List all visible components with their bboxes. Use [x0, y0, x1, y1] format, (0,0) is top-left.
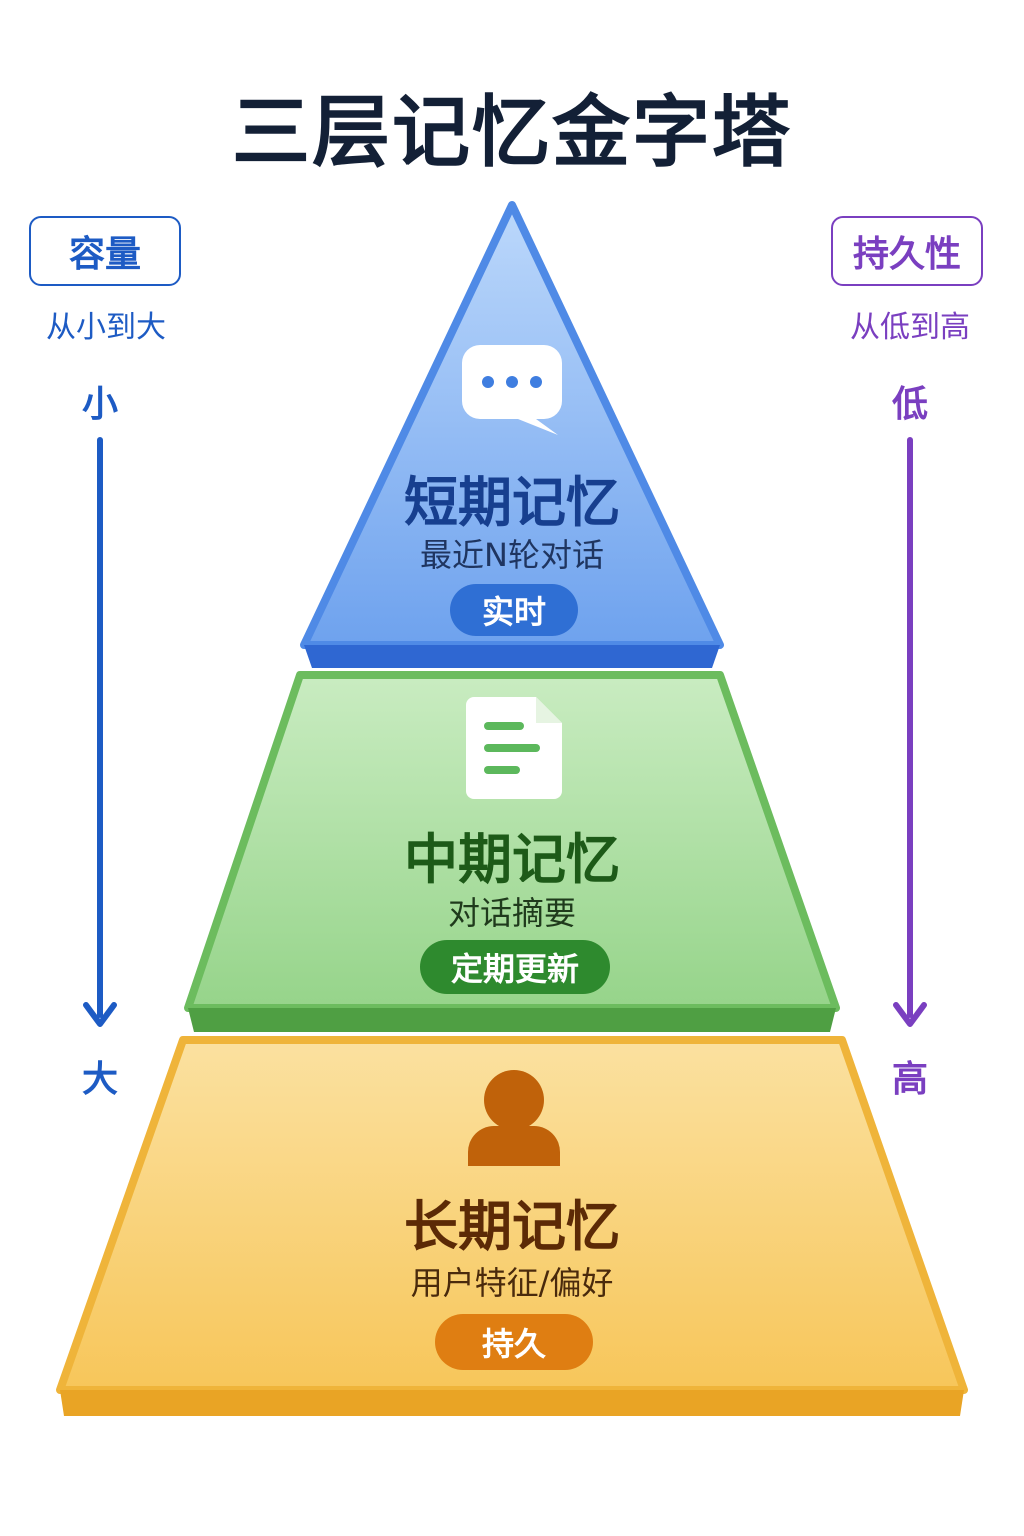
short-term-badge-label: 实时: [481, 593, 546, 631]
capacity-label: 容量: [68, 234, 141, 275]
capacity-bottom-label: 大: [81, 1059, 118, 1100]
short-term-subtitle: 最近N轮对话: [420, 536, 604, 574]
user-icon: [468, 1070, 560, 1166]
durability-label: 持久性: [852, 234, 961, 275]
capacity-top-label: 小: [81, 384, 118, 425]
short-term-layer-shape: [300, 201, 724, 668]
long-term-subtitle: 用户特征/偏好: [410, 1264, 614, 1302]
page-title: 三层记忆金字塔: [231, 88, 792, 178]
mid-term-badge-label: 定期更新: [450, 950, 579, 988]
long-term-badge: 持久: [435, 1314, 593, 1370]
durability-subtitle: 从低到高: [850, 310, 970, 345]
capacity-label-box: 容量: [29, 216, 181, 286]
mid-term-title: 中期记忆: [404, 828, 620, 891]
long-term-title: 长期记忆: [404, 1195, 620, 1258]
short-term-badge: 实时: [450, 584, 578, 636]
mid-term-subtitle: 对话摘要: [447, 894, 576, 932]
mid-term-layer-shape: [184, 671, 840, 1032]
long-term-layer-shape: [56, 1036, 968, 1416]
durability-top-label: 低: [891, 384, 928, 425]
chat-bubble-icon: [462, 345, 562, 435]
document-icon: [466, 697, 562, 799]
long-term-badge-label: 持久: [481, 1325, 546, 1363]
mid-term-badge: 定期更新: [420, 940, 610, 994]
capacity-arrow: [83, 437, 117, 1027]
durability-arrow: [893, 437, 927, 1027]
durability-label-box: 持久性: [831, 216, 983, 286]
short-term-title: 短期记忆: [404, 471, 620, 534]
durability-bottom-label: 高: [891, 1059, 928, 1100]
capacity-subtitle: 从小到大: [46, 310, 166, 345]
